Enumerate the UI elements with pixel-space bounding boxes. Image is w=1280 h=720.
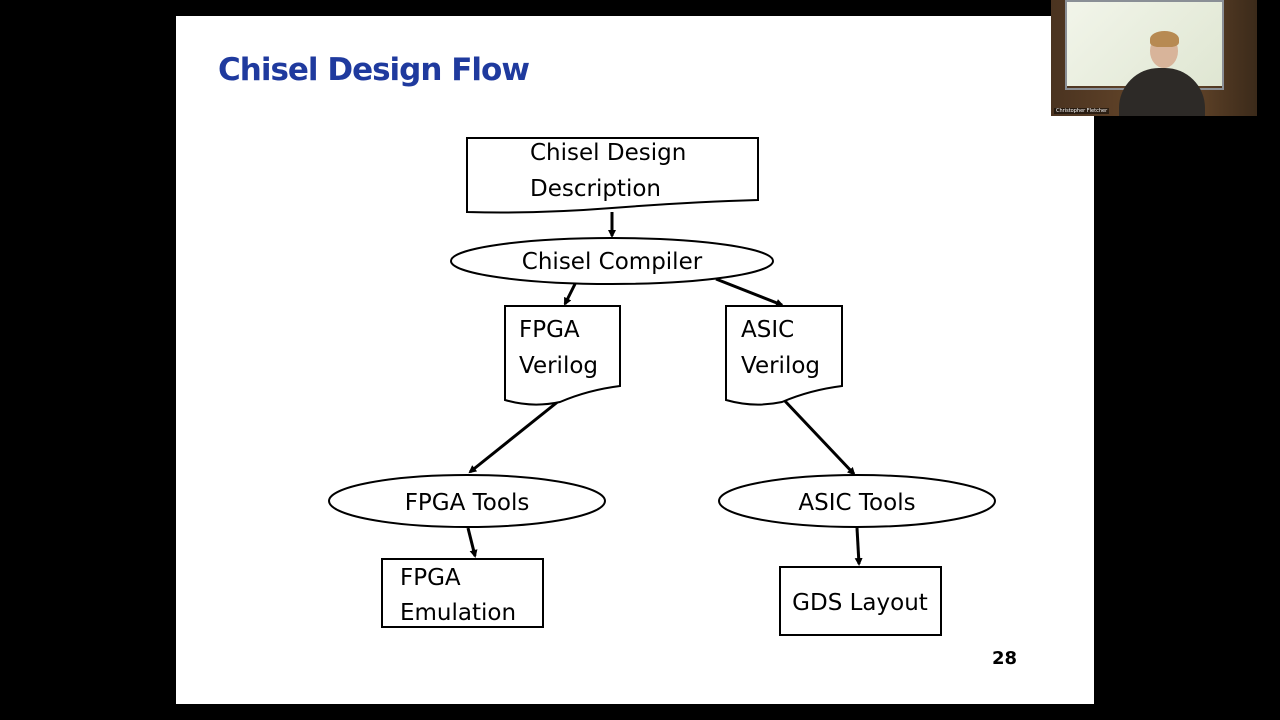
edge-compiler-to-asic-verilog bbox=[715, 277, 784, 307]
fpga-emulation-node: FPGA Emulation bbox=[381, 558, 544, 628]
asic-tools-node: ASIC Tools bbox=[718, 474, 996, 528]
design-description-label-line2: Description bbox=[530, 176, 661, 202]
edge-fpga-verilog-to-fpga-tools bbox=[468, 398, 561, 474]
asic-verilog-node: ASIC Verilog bbox=[725, 305, 843, 406]
edge-fpga-tools-to-emulation bbox=[466, 527, 478, 558]
gds-layout-node: GDS Layout bbox=[779, 566, 942, 636]
fpga-verilog-label-line1: FPGA bbox=[519, 317, 580, 343]
design-description-node: Chisel Design Description bbox=[466, 137, 759, 214]
page-number: 28 bbox=[992, 648, 1018, 669]
gds-layout-label: GDS Layout bbox=[792, 590, 928, 616]
asic-tools-label: ASIC Tools bbox=[798, 490, 915, 516]
fpga-tools-label: FPGA Tools bbox=[405, 490, 530, 516]
fpga-tools-node: FPGA Tools bbox=[328, 474, 606, 528]
fpga-verilog-label-line2: Verilog bbox=[519, 353, 598, 379]
design-description-label-line1: Chisel Design bbox=[530, 140, 686, 166]
edge-asic-verilog-to-asic-tools bbox=[782, 398, 856, 476]
fpga-emulation-label-line2: Emulation bbox=[400, 600, 516, 626]
asic-verilog-label-line2: Verilog bbox=[741, 353, 820, 379]
asic-verilog-label-line1: ASIC bbox=[741, 317, 794, 343]
webcam-name-label: Christopher Fletcher bbox=[1054, 108, 1110, 114]
compiler-node: Chisel Compiler bbox=[450, 237, 774, 285]
fpga-emulation-label-line1: FPGA bbox=[400, 565, 461, 591]
slide-title: Chisel Design Flow bbox=[218, 52, 530, 88]
webcam-person-hair bbox=[1150, 31, 1179, 47]
slide: Chisel Design Flow Chisel Design Descrip… bbox=[176, 16, 1094, 704]
edge-compiler-to-fpga-verilog bbox=[563, 283, 577, 306]
fpga-verilog-node: FPGA Verilog bbox=[504, 305, 621, 406]
compiler-label: Chisel Compiler bbox=[522, 249, 703, 275]
flow-diagram: Chisel Design Description Chisel Compile… bbox=[328, 137, 996, 636]
edge-asic-tools-to-gds bbox=[854, 527, 863, 566]
webcam-thumbnail[interactable]: Christopher Fletcher bbox=[1051, 0, 1257, 116]
